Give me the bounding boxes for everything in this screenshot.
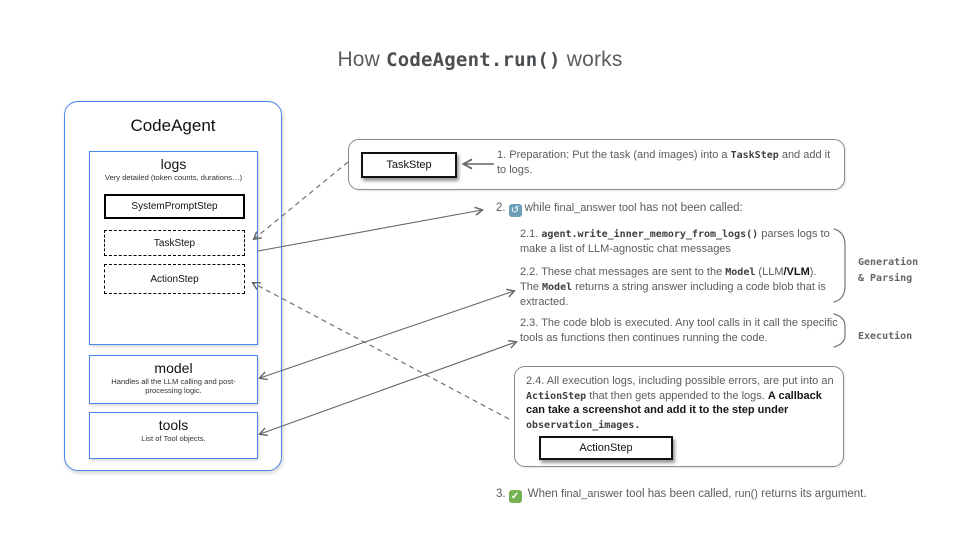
generation-label-line1: Generation (858, 257, 919, 268)
step21-paragraph: 2.1. agent.write_inner_memory_from_logs(… (520, 227, 832, 256)
step1-t2: and add it to logs. (497, 149, 831, 176)
step2-code: final_answer tool (554, 202, 637, 214)
step2-line: 2.↺while final_answer tool has not been … (496, 201, 743, 217)
step3-code-run: run() (734, 488, 758, 500)
step22-code-model1: Model (725, 267, 756, 279)
generation-label-line2: & Parsing (858, 272, 913, 284)
systemprompt-step-box: SystemPromptStep (104, 194, 245, 219)
step22-t3: ). The (520, 266, 817, 293)
step3-t1: When (524, 488, 562, 500)
step1-t1: Preparation: Put the task (and images) i… (506, 149, 731, 161)
logs-box: logs Very detailed (token counts, durati… (89, 151, 258, 345)
step3-line: 3.✓ When final_answer tool has been call… (496, 487, 867, 503)
step3-t3: returns its argument. (757, 488, 867, 500)
step22-code-model2: Model (542, 281, 573, 293)
step22-vlm-bold: /VLM (783, 266, 810, 279)
arrow-logs-to-step2 (257, 206, 485, 252)
codeagent-container: CodeAgent logs Very detailed (token coun… (64, 101, 282, 471)
step24-code-actionstep: ActionStep (526, 390, 587, 402)
step1-box: TaskStep 1. Preparation: Put the task (a… (348, 139, 845, 190)
step23-text: 2.3. The code blob is executed. Any tool… (520, 316, 840, 345)
arrow-step24-to-actionstep (251, 281, 510, 420)
title-code: CodeAgent.run() (386, 49, 561, 71)
execution-label: Execution (858, 331, 913, 342)
actionstep-chip: ActionStep (539, 436, 673, 460)
step22-t4: returns a string answer including a code… (520, 280, 826, 308)
codeagent-title: CodeAgent (130, 116, 216, 135)
bracket-generation (833, 228, 846, 303)
model-box: model Handles all the LLM calling and po… (89, 355, 258, 404)
step24-text: 2.4. All execution logs, including possi… (526, 374, 834, 433)
task-step-box: TaskStep (104, 230, 245, 256)
step22-t2: (LLM (755, 266, 784, 279)
step24-t2: that then gets appended to the logs. (586, 389, 768, 402)
step2-t2: has not been called: (636, 202, 743, 214)
action-step-box: ActionStep (104, 264, 245, 294)
step1-number: 1. (497, 149, 507, 161)
step24-t1: 2.4. All execution logs, including possi… (526, 375, 834, 387)
title-prefix: How (337, 48, 387, 71)
step2-t1: while (524, 202, 554, 214)
model-subtitle: Handles all the LLM calling and post-pro… (111, 377, 236, 396)
step1-text: 1. Preparation: Put the task (and images… (497, 148, 839, 177)
step22-t1: 2.2. These chat messages are sent to the (520, 266, 726, 279)
step3-t2: tool has been called, (622, 488, 735, 500)
step23-t1: 2.3. The code blob is executed. Any tool… (520, 317, 838, 344)
check-icon: ✓ (508, 490, 522, 503)
generation-parsing-label: Generation & Parsing (858, 255, 918, 286)
logs-title: logs (160, 156, 187, 172)
model-title: model (154, 360, 193, 376)
step1-code: TaskStep (730, 150, 779, 161)
page-title: How CodeAgent.run() works (0, 48, 960, 72)
step22-paragraph: 2.2. These chat messages are sent to the… (520, 265, 832, 309)
title-suffix: works (560, 48, 623, 71)
logs-subtitle: Very detailed (token counts, durations…) (104, 173, 243, 182)
taskstep-chip: TaskStep (361, 152, 457, 178)
tools-title: tools (158, 417, 189, 433)
step21-22-text: 2.1. agent.write_inner_memory_from_logs(… (520, 227, 832, 309)
tools-box: tools List of Tool objects. (89, 412, 258, 459)
step2-number: 2. (496, 202, 506, 214)
arrow-model-to-step22 (258, 288, 516, 381)
step21-number: 2.1. (520, 228, 542, 240)
arrow-tools-to-step23 (258, 339, 518, 437)
step21-code: agent.write_inner_memory_from_logs() (541, 229, 759, 240)
step21-t2: parses logs to make a list of LLM-agnost… (520, 228, 830, 255)
step3-number: 3. (496, 488, 506, 500)
tools-subtitle: List of Tool objects. (141, 434, 206, 443)
step24-code-observation: observation_images. (526, 419, 641, 431)
step24-callback-bold: A callback can take a screenshot and add… (526, 389, 822, 417)
loop-icon: ↺ (508, 204, 522, 217)
step3-code-finalanswer: final_answer (561, 488, 623, 500)
step24-box: 2.4. All execution logs, including possi… (514, 366, 844, 467)
